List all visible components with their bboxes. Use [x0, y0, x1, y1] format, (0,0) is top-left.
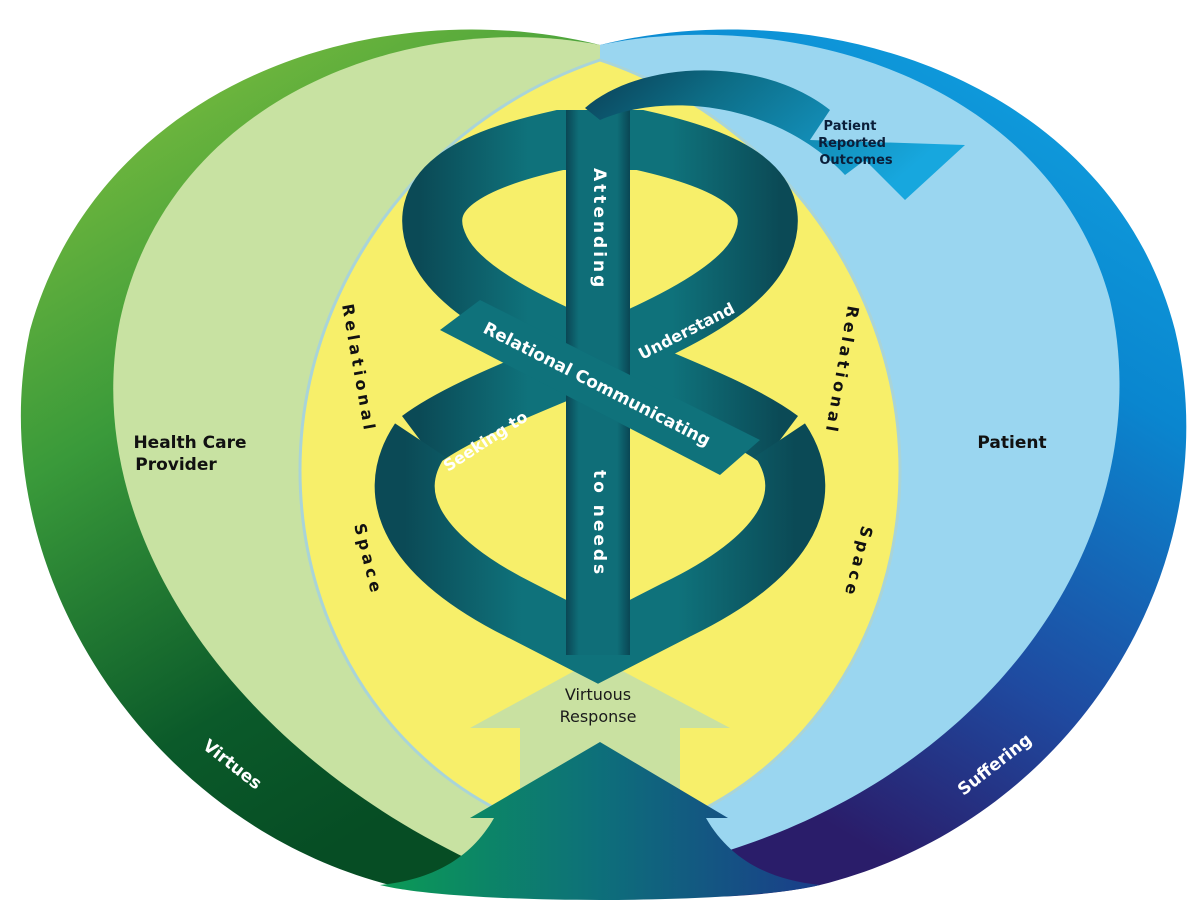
- big-up-arrow: [380, 742, 820, 900]
- helix-ribbon: [374, 70, 965, 684]
- virtuous-response-label-2: Response: [560, 707, 637, 726]
- attending-label: Attending: [589, 168, 609, 290]
- provider-label-2: Provider: [135, 455, 217, 475]
- relational-communicating-band: [440, 300, 760, 475]
- provider-label-1: Health Care: [133, 433, 246, 453]
- pro-label-1: Patient: [824, 119, 877, 134]
- pro-label-2: Reported: [818, 136, 886, 151]
- to-needs-label: to needs: [589, 470, 609, 577]
- virtuous-response-arrow: [470, 658, 730, 790]
- virtuous-response-label-1: Virtuous: [565, 685, 631, 704]
- pro-curved-arrow: [585, 70, 965, 200]
- pro-label-3: Outcomes: [819, 153, 893, 168]
- patient-label: Patient: [977, 433, 1046, 453]
